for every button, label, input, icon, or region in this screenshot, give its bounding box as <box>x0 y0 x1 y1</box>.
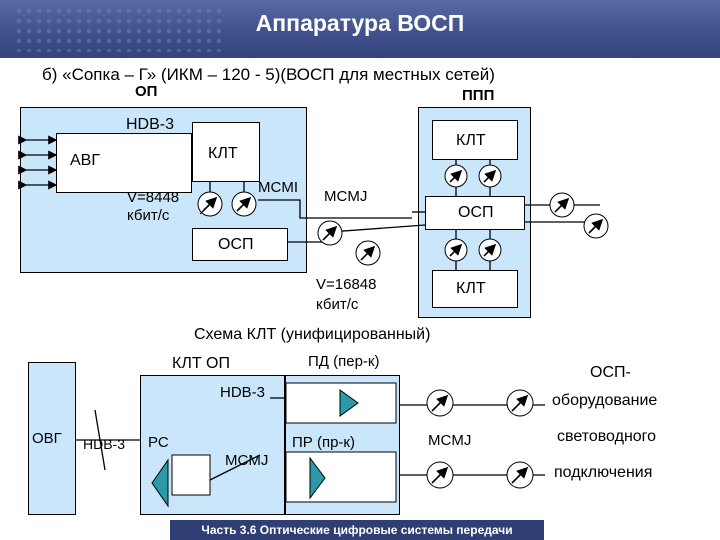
op-label: ОП <box>135 83 158 100</box>
pk-triangle <box>151 458 169 508</box>
ovg-block <box>28 362 76 515</box>
hdb3-label-top: HDB-3 <box>126 116 175 133</box>
pd-label: ПД (пер-к) <box>308 353 380 370</box>
pr-label: ПР (пр-к) <box>292 434 355 451</box>
fiber-line <box>258 199 412 219</box>
header-bar: Аппаратура ВОСП <box>0 0 720 58</box>
hdb3-label-bottom: HDB-3 <box>220 384 266 401</box>
header-dot-pattern <box>14 6 224 52</box>
klt-right-bottom-label: КЛТ <box>456 280 486 297</box>
osp-right-label: ОСП <box>458 204 494 221</box>
mcmj-label-top: MCMJ <box>324 188 368 205</box>
osp-right-box <box>425 196 525 230</box>
mcmi-label: MCMI <box>258 179 298 196</box>
osp-note-line-1: ОСП- <box>590 364 631 381</box>
page-title: Аппаратура ВОСП <box>255 10 465 36</box>
klt-left-box <box>192 122 260 182</box>
osp-left-box <box>192 228 288 261</box>
osp-left-label: ОСП <box>218 236 254 253</box>
avg-label: АВГ <box>70 152 101 169</box>
optical-connector-icons <box>197 164 609 489</box>
speed-right-label: V=16848 кбит/с <box>316 276 377 313</box>
fiber-line <box>288 224 426 243</box>
receiver-triangle <box>309 456 326 500</box>
footer-bar: Часть 3.6 Оптические цифровые системы пе… <box>170 520 544 540</box>
avg-box <box>56 133 192 193</box>
klt-right-top-box <box>432 120 518 160</box>
subtitle: б) «Сопка – Г» (ИКМ – 120 - 5)(ВОСП для … <box>42 65 495 84</box>
bottom-diagram-title: Схема КЛТ (унифицированный) <box>194 326 431 343</box>
klt-right-bottom-box <box>432 270 518 308</box>
pc-label: РС <box>148 434 169 451</box>
link-line <box>209 454 261 481</box>
klt-left-label: КЛТ <box>208 145 238 162</box>
pr-fd-box <box>285 451 397 503</box>
mcmj-right-label: MCMJ <box>428 432 472 449</box>
klt-op-label: КЛТ ОП <box>172 355 230 372</box>
ppp-label: ППП <box>462 87 495 104</box>
ovg-label: ОВГ <box>32 430 62 447</box>
osp-note-line-2: оборудование <box>552 392 658 409</box>
speed-left-label: V=8448 кбит/с <box>127 189 180 224</box>
klt-right-top-label: КЛТ <box>456 132 486 149</box>
pk-bottom-box <box>171 454 211 496</box>
osp-note-line-3: световодного <box>557 428 657 445</box>
osp-note-line-4: подключения <box>554 464 653 481</box>
transmitter-triangle <box>339 389 359 417</box>
